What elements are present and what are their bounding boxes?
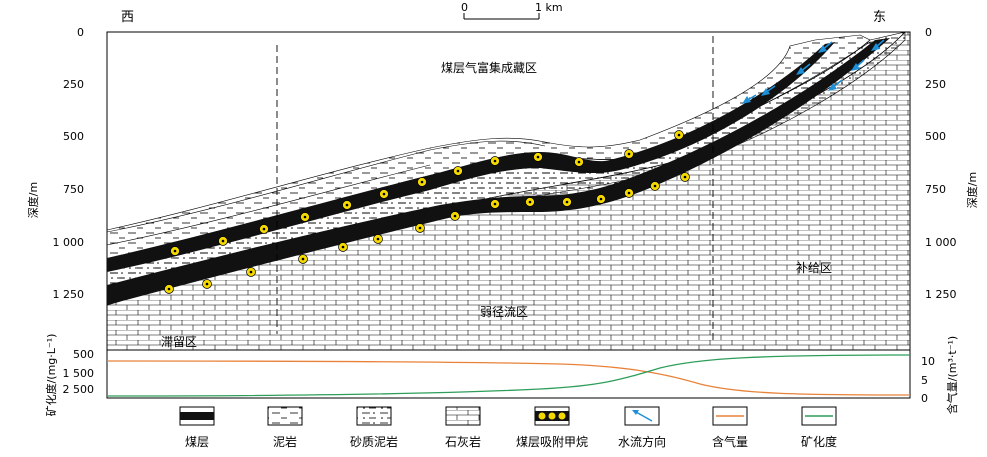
svg-text:1 250: 1 250: [53, 288, 85, 301]
scale-start: 0: [461, 1, 468, 14]
svg-text:250: 250: [63, 78, 84, 91]
depth-axis-right: 0 250 500 750 1 000 1 250 深度/m: [925, 26, 979, 301]
svg-text:10: 10: [921, 355, 935, 368]
gas-content-axis-label: 含气量/(m³·t⁻¹): [945, 336, 959, 414]
scale-bar: 0 1 km: [461, 1, 563, 20]
svg-text:750: 750: [925, 183, 946, 196]
svg-text:500: 500: [63, 130, 84, 143]
svg-text:0: 0: [921, 392, 928, 405]
mineralization-curve: [106, 354, 911, 397]
depth-label-left: 深度/m: [26, 182, 40, 218]
mudstone-icon: [267, 406, 303, 426]
coal-seam-icon: [179, 406, 215, 426]
mineralization-axis-label: 矿化度/(mg·L⁻¹): [44, 334, 58, 417]
zone-weak-runoff-label: 弱径流区: [480, 305, 528, 319]
svg-text:1 500: 1 500: [63, 367, 95, 380]
legend-methane-label: 煤层吸附甲烷: [516, 435, 588, 449]
svg-text:2 500: 2 500: [63, 383, 95, 396]
profile-left-axis: 500 1 500 2 500 矿化度/(mg·L⁻¹): [44, 334, 94, 417]
depth-label-right: 深度/m: [965, 172, 979, 208]
svg-text:500: 500: [73, 348, 94, 361]
legend-water-flow-label: 水流方向: [618, 434, 666, 449]
scale-end: 1 km: [535, 1, 563, 14]
svg-text:1 250: 1 250: [925, 288, 957, 301]
svg-text:5: 5: [921, 374, 928, 387]
legend: 煤层 泥岩 砂质泥岩 石灰岩 煤层吸附甲烷 水流方向 含气量 矿化度: [179, 406, 837, 449]
water-flow-arrow-icon: [624, 406, 660, 426]
zone-recharge-label: 补给区: [796, 261, 832, 275]
svg-text:0: 0: [77, 26, 84, 39]
gas-content-curve: [106, 360, 911, 396]
svg-text:500: 500: [925, 130, 946, 143]
legend-gas-content-label: 含气量: [712, 434, 748, 449]
profile-right-axis: 10 5 0 含气量/(m³·t⁻¹): [921, 336, 959, 414]
east-label: 东: [873, 10, 886, 25]
svg-text:250: 250: [925, 78, 946, 91]
depth-axis-left: 0 250 500 750 1 000 1 250 深度/m: [26, 26, 84, 301]
zone-stagnant-label: 滞留区: [161, 335, 197, 349]
west-label: 西: [121, 10, 134, 25]
adsorbed-methane-icon: [534, 406, 570, 426]
svg-text:1 000: 1 000: [53, 236, 85, 249]
legend-coal-label: 煤层: [185, 435, 209, 449]
svg-text:1 000: 1 000: [925, 236, 957, 249]
svg-text:0: 0: [925, 26, 932, 39]
legend-sandy-mudstone-label: 砂质泥岩: [350, 434, 398, 449]
lower-coal-seam: [107, 38, 890, 305]
adsorbed-methane-points: [164, 130, 690, 294]
water-flow-arrows: [742, 39, 885, 104]
gas-content-line-icon: [712, 406, 748, 426]
zone-enrichment-label: 煤层气富集成藏区: [441, 60, 537, 75]
sandy-mudstone-icon: [356, 406, 392, 426]
limestone-icon: [445, 406, 481, 426]
legend-mineralization-label: 矿化度: [801, 434, 837, 449]
mineralization-line-icon: [801, 406, 837, 426]
upper-coal-seam: [107, 42, 835, 272]
strata: [107, 32, 910, 350]
legend-limestone-label: 石灰岩: [445, 434, 481, 449]
svg-text:750: 750: [63, 183, 84, 196]
legend-mudstone-label: 泥岩: [273, 434, 297, 449]
